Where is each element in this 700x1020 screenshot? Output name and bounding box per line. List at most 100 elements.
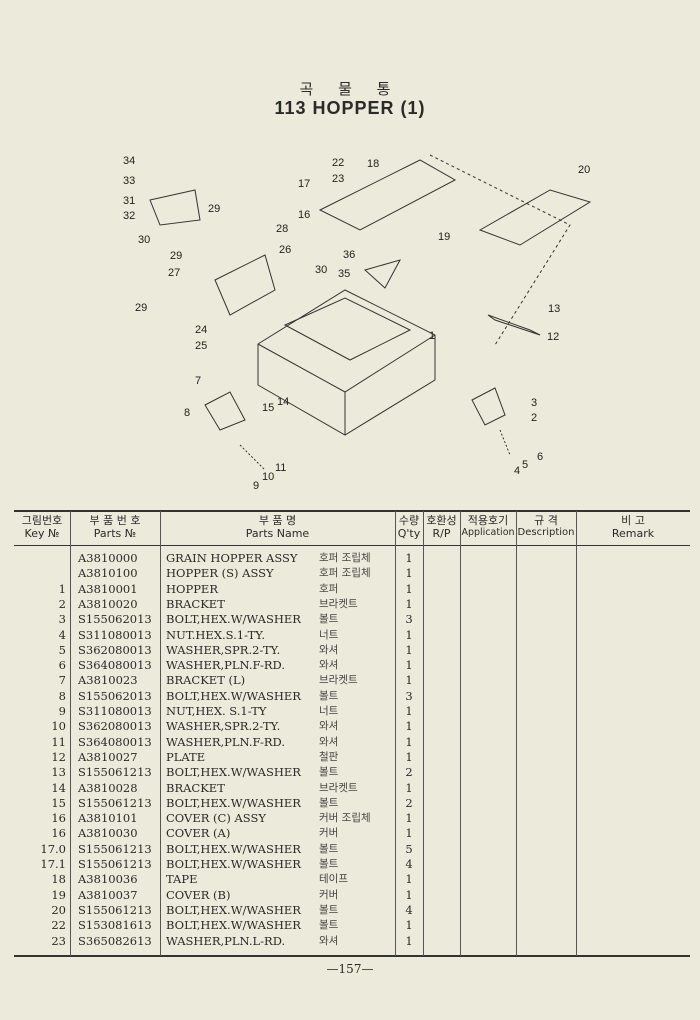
part-name: BOLT,HEX.W/WASHER	[166, 841, 301, 856]
callout-label: 2	[531, 412, 537, 424]
quantity: 3	[405, 688, 413, 703]
column-divider	[516, 511, 517, 956]
part-number: S365082613	[78, 933, 152, 948]
part-number: A3810023	[78, 673, 138, 688]
quantity: 1	[405, 566, 413, 581]
key-number: 23	[51, 933, 66, 948]
column-header-en: Parts Name	[245, 527, 310, 540]
callout-label: 30	[315, 264, 327, 276]
part-number: A3810000	[78, 551, 138, 565]
callout-label: 25	[195, 340, 207, 352]
callout-label: 4	[514, 465, 520, 477]
part-name-korean: 커버 조립체	[319, 812, 371, 825]
part-name-korean: 테이프	[319, 873, 348, 886]
part-name-korean: 볼트	[319, 919, 339, 932]
callout-label: 11	[275, 462, 286, 474]
part-name: COVER (B)	[166, 887, 231, 902]
quantity: 2	[405, 795, 413, 810]
part-number: A3810037	[78, 887, 138, 902]
callout-label: 19	[438, 231, 450, 243]
key-number: 14	[51, 780, 66, 795]
part-name: GRAIN HOPPER ASSY	[166, 551, 298, 565]
part-number: S155062013	[78, 612, 152, 627]
column-header-en: Description	[517, 527, 575, 538]
quantity: 1	[405, 749, 413, 764]
column-header-ko: 그림번호	[21, 514, 63, 527]
callout-label: 3	[531, 397, 537, 409]
part-name: BOLT,HEX.W/WASHER	[166, 902, 301, 917]
callout-label: 13	[548, 303, 560, 315]
part-name-korean: 브라켓트	[319, 674, 358, 687]
table-row: A3810000 GRAIN HOPPER ASSY 호퍼 조립체 1	[14, 551, 690, 566]
part-number: A3810036	[78, 872, 138, 887]
table-bottom-rule	[14, 955, 690, 957]
column-header-ko: 수량	[398, 514, 420, 527]
cover-b	[478, 189, 592, 246]
callout-label: 7	[195, 375, 201, 387]
part-number: A3810101	[78, 811, 138, 826]
bracket	[214, 254, 276, 316]
part-number: S362080013	[78, 719, 152, 734]
callout-label: 5	[522, 459, 528, 471]
callout-label: 31	[123, 195, 135, 207]
part-number: A3810027	[78, 749, 138, 764]
part-name: BOLT,HEX.W/WASHER	[166, 918, 301, 933]
part-name: WASHER,PLN.F-RD.	[166, 734, 285, 749]
part-name: HOPPER (S) ASSY	[166, 566, 274, 581]
part-name-korean: 너트	[319, 628, 339, 641]
key-number: 22	[51, 918, 66, 933]
part-name-korean: 볼트	[319, 903, 339, 916]
callout-label: 16	[298, 209, 310, 221]
callout-label: 27	[168, 267, 180, 279]
column-divider	[70, 511, 71, 956]
plate	[487, 314, 541, 336]
callout-label: 30	[138, 234, 150, 246]
key-number: 16	[51, 826, 66, 841]
column-header-ko: 부 품 명	[258, 514, 297, 527]
part-number: S155062013	[78, 688, 152, 703]
column-divider	[423, 511, 424, 956]
part-name-korean: 볼트	[319, 796, 339, 809]
column-header-en: Remark	[611, 527, 655, 540]
part-number: A3810030	[78, 826, 138, 841]
part-name: BRACKET	[166, 780, 225, 795]
callout-label: 6	[537, 451, 543, 463]
column-divider	[460, 511, 461, 956]
quantity: 3	[405, 612, 413, 627]
part-name-korean: 호퍼 조립체	[319, 552, 371, 564]
key-number: 1	[58, 581, 66, 596]
column-divider	[395, 511, 396, 956]
part-name: WASHER,SPR.2-TY.	[166, 719, 281, 734]
column-divider	[160, 511, 161, 956]
key-number: 20	[51, 902, 66, 917]
part-name-korean: 호퍼 조립체	[319, 567, 371, 580]
part-name-korean: 호퍼	[319, 582, 339, 595]
page-title: 113 HOPPER (1)	[274, 98, 426, 118]
key-number: 13	[51, 765, 66, 780]
key-number: 10	[51, 719, 66, 734]
quantity: 1	[405, 673, 413, 688]
column-header-ko: 호환성	[426, 514, 457, 527]
key-number: 9	[58, 704, 66, 718]
quantity: 1	[405, 734, 413, 749]
callout-label: 36	[343, 249, 355, 261]
part-name-korean: 와셔	[319, 659, 339, 672]
callout-label: 20	[578, 164, 590, 176]
column-header-en: Application	[461, 527, 515, 538]
quantity: 1	[405, 551, 413, 565]
column-header-en: Parts №	[93, 527, 137, 540]
quantity: 1	[405, 658, 413, 673]
part-name-korean: 와셔	[319, 720, 339, 733]
callout-label: 12	[547, 331, 559, 343]
